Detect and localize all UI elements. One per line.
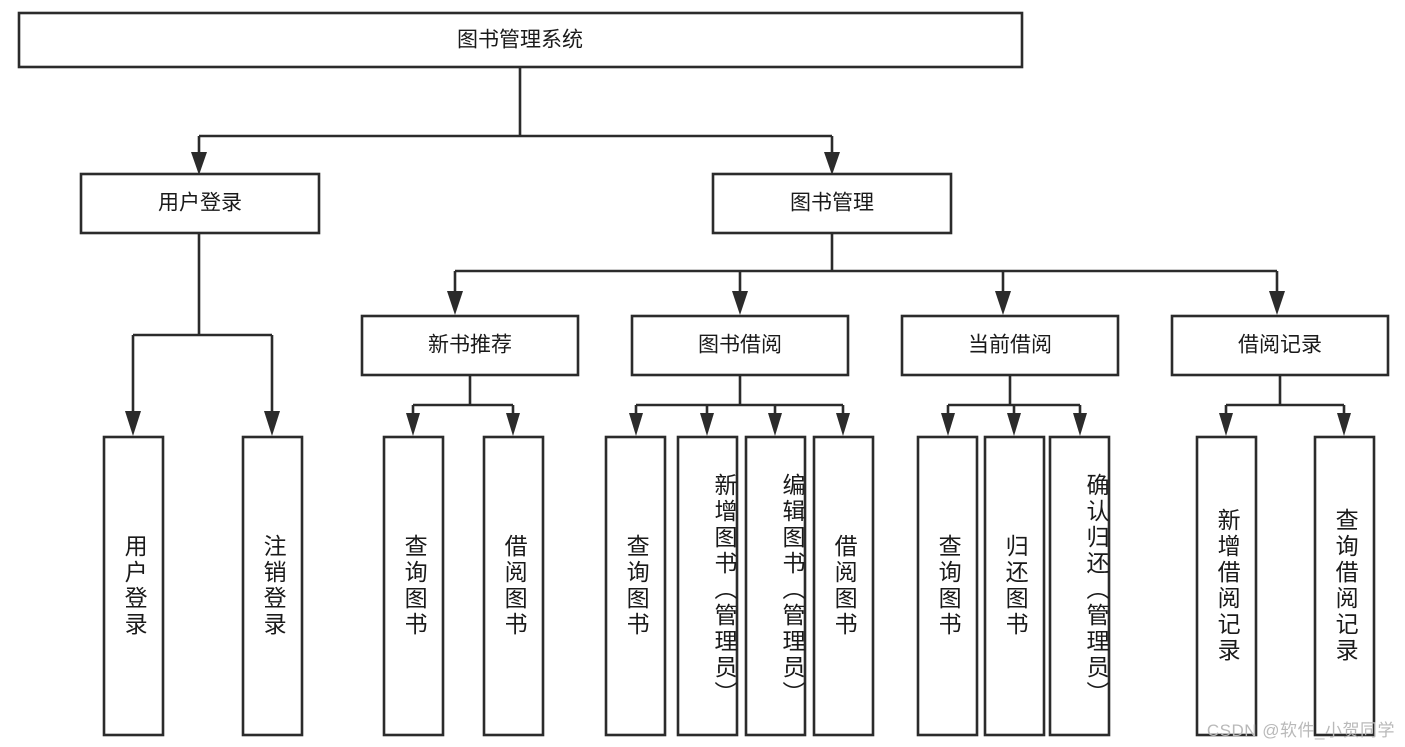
node-new-book-recommend-label: 新书推荐: [428, 334, 512, 357]
node-current-borrow[interactable]: [900, 314, 1120, 377]
leaf-box-br-query-record[interactable]: [1313, 435, 1376, 737]
connector-borrow-to-leaves: [629, 375, 850, 436]
node-user-login[interactable]: [79, 172, 321, 235]
node-root[interactable]: [17, 11, 1024, 69]
watermark-text: CSDN @软件_小贺同学: [1206, 721, 1395, 740]
leaf-box-bb-query-book[interactable]: [604, 435, 667, 737]
leaf-box-bb-add-book[interactable]: [676, 435, 739, 737]
leaf-box-cb-return-book[interactable]: [983, 435, 1046, 737]
connector-userlogin-to-leaves: [125, 233, 280, 436]
node-book-borrow-label: 图书借阅: [698, 334, 782, 357]
node-borrow-records-label: 借阅记录: [1238, 334, 1322, 357]
leaf-box-bb-edit-book[interactable]: [744, 435, 807, 737]
node-book-management[interactable]: [711, 172, 953, 235]
leaf-box-nb-query-book[interactable]: [382, 435, 445, 737]
connector-newbook-to-leaves: [406, 375, 520, 436]
node-book-borrow[interactable]: [630, 314, 850, 377]
node-user-login-label: 用户登录: [158, 192, 242, 215]
node-new-book-recommend[interactable]: [360, 314, 580, 377]
leaf-box-cb-query-book[interactable]: [916, 435, 979, 737]
leaf-box-cb-confirm-return[interactable]: [1048, 435, 1111, 737]
connector-bookmgmt-to-level3: [447, 233, 1285, 315]
leaf-box-bb-borrow-book[interactable]: [812, 435, 875, 737]
connector-records-to-leaves: [1219, 375, 1351, 436]
leaf-box-user-login[interactable]: [102, 435, 165, 737]
leaf-box-br-add-record[interactable]: [1195, 435, 1258, 737]
connector-current-to-leaves: [941, 375, 1087, 436]
node-borrow-records[interactable]: [1170, 314, 1390, 377]
node-current-borrow-label: 当前借阅: [968, 334, 1052, 357]
leaf-box-logout[interactable]: [241, 435, 304, 737]
node-book-management-label: 图书管理: [790, 192, 874, 215]
leaf-box-nb-borrow-book[interactable]: [482, 435, 545, 737]
connector-root-to-level2: [191, 67, 840, 175]
node-root-label: 图书管理系统: [457, 29, 583, 52]
